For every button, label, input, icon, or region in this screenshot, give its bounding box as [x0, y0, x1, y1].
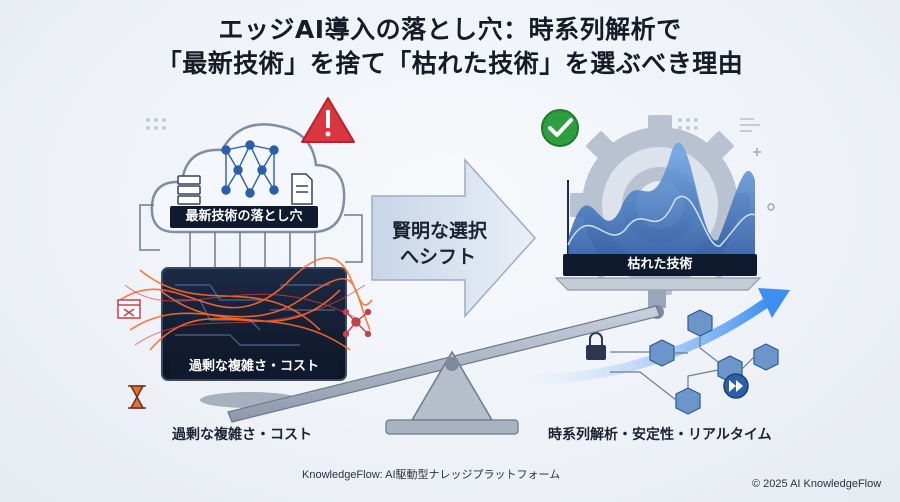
warning-icon	[301, 97, 355, 143]
fast-forward-icon	[723, 373, 749, 399]
title-line-2: 「最新技術」を捨て「枯れた技術」を選ぶべき理由	[156, 49, 744, 78]
title-line-1: エッジAI導入の落とし穴：時系列解析で	[218, 15, 682, 44]
right-bottom-label: 時系列解析・安定性・リアルタイム	[548, 427, 772, 443]
network-node-icon	[342, 308, 372, 338]
chip-label: 過剰な複雑さ・コスト	[170, 356, 338, 378]
chip	[119, 256, 373, 381]
left-bottom-label: 過剰な複雑さ・コスト	[172, 427, 312, 443]
neural-network-icon	[221, 140, 279, 198]
cloud	[150, 123, 346, 234]
cloud-label: 最新技術の落とし穴	[170, 206, 318, 228]
wave-chart	[567, 142, 756, 262]
data-cubes	[649, 309, 779, 415]
chart-label: 枯れた技術	[563, 254, 757, 276]
connector-lines	[139, 204, 363, 270]
shift-arrow	[371, 158, 537, 318]
footer-copyright: © 2025 AI KnowledgeFlow	[752, 478, 882, 490]
seesaw	[227, 305, 661, 435]
lock-icon	[586, 332, 606, 360]
arrow-line-1: 賢明な選択	[392, 220, 488, 242]
document-icon	[291, 173, 313, 205]
error-window-icon	[117, 299, 141, 319]
cube-links	[610, 336, 755, 401]
check-icon	[541, 109, 579, 147]
database-icon	[177, 175, 201, 205]
hourglass-icon	[128, 385, 146, 409]
right-scale-pan	[554, 277, 762, 319]
footer-brand: KnowledgeFlow: AI駆動型ナレッジプラットフォーム	[302, 469, 561, 481]
arrow-line-2: へシフト	[400, 246, 477, 268]
decorative-sparkles	[753, 148, 775, 211]
decorative-dots	[146, 118, 760, 132]
